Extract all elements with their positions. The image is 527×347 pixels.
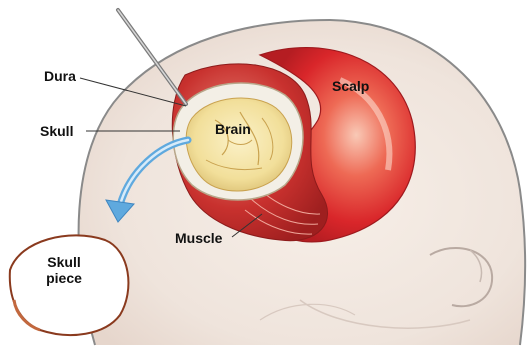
brain-tissue: [186, 98, 292, 191]
scalp-label: Scalp: [332, 78, 369, 94]
dura-label: Dura: [44, 68, 76, 84]
brain-label: Brain: [215, 121, 251, 137]
muscle-label: Muscle: [175, 230, 222, 246]
skull-piece-label-line2: piece: [34, 270, 94, 286]
skull-piece-label: Skull piece: [34, 254, 94, 286]
skull-piece-label-line1: Skull: [34, 254, 94, 270]
skull-label: Skull: [40, 123, 73, 139]
